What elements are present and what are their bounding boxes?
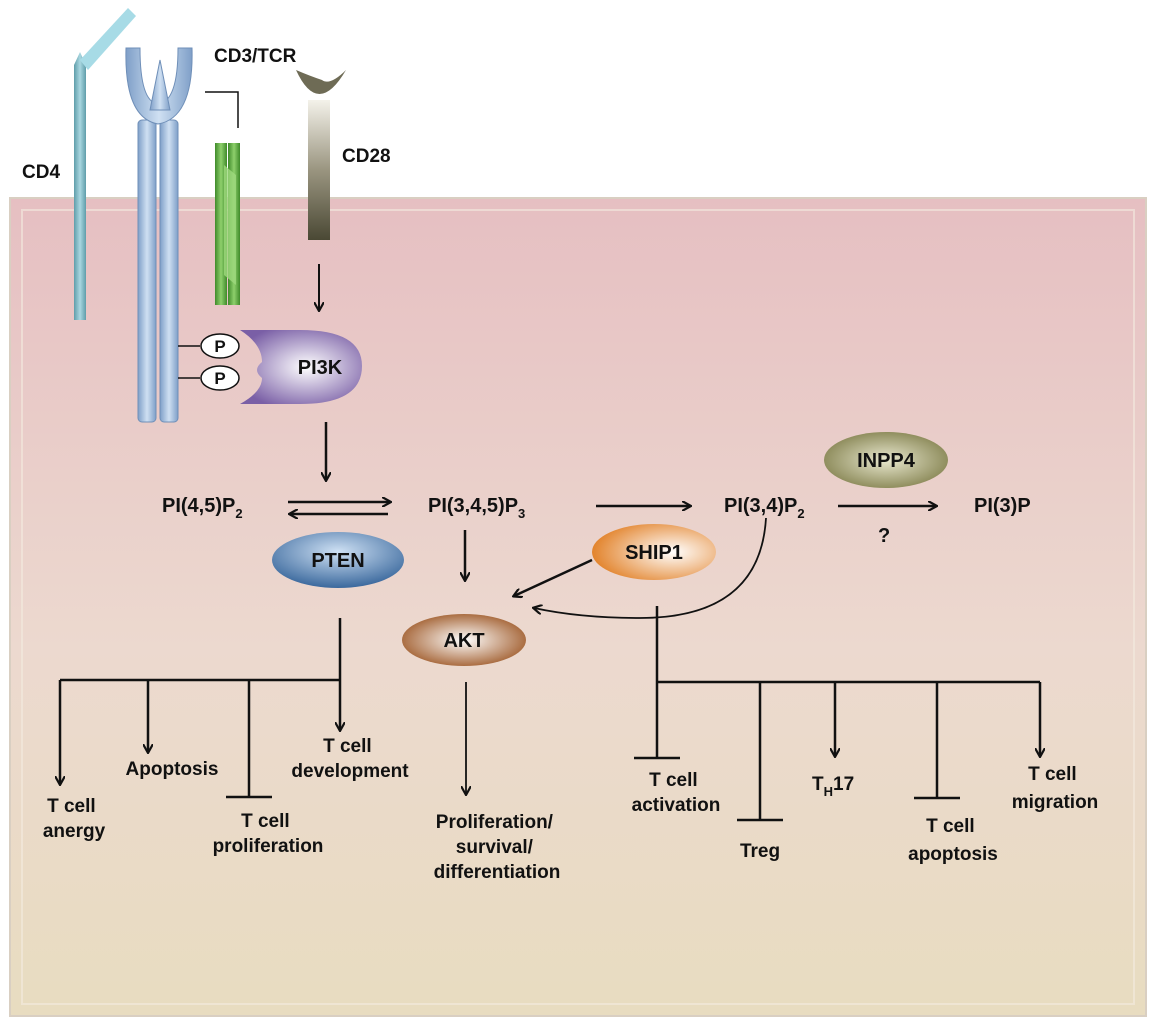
pip3-label: PI(3,4,5)P3	[428, 495, 525, 521]
proliferation-label: T cell proliferation	[213, 811, 324, 857]
cd4-receptor	[74, 8, 136, 320]
cd28-label: CD28	[342, 146, 391, 167]
cd4-label: CD4	[22, 162, 60, 183]
anergy-label: T cell anergy	[43, 796, 106, 842]
ship1-outcome-tree	[634, 606, 1040, 822]
activation-label: T cell activation	[632, 770, 721, 816]
pi3k-node	[240, 330, 362, 404]
cd3-tcr-label: CD3/TCR	[214, 46, 297, 67]
migration-label: T cell migration	[1012, 764, 1099, 813]
pi3p-label: PI(3)P	[974, 495, 1031, 517]
ship1-node	[592, 524, 716, 580]
cd28-receptor	[296, 70, 346, 240]
ship1-label: SHIP1	[625, 542, 683, 564]
inpp4-node	[824, 432, 948, 488]
cell-interior	[9, 197, 1147, 1017]
akt-node	[402, 614, 526, 666]
cd3-complex	[215, 143, 240, 305]
ship1-to-akt-arrow	[514, 558, 593, 596]
development-label: T cell development	[291, 736, 409, 782]
treg-label: Treg	[740, 841, 780, 862]
t-apoptosis-label: T cell apoptosis	[908, 816, 998, 865]
cd3-tcr-pointer	[205, 91, 239, 128]
inpp4-label: INPP4	[857, 450, 916, 472]
phospho-circle-1	[200, 333, 240, 359]
pten-node	[272, 532, 404, 588]
th17-label: TH17	[812, 774, 854, 799]
tcr-receptor	[125, 47, 193, 423]
pip2-45-label: PI(4,5)P2	[162, 495, 243, 521]
pip2-34-to-akt-arrow	[534, 517, 767, 619]
phospho-circle-2	[200, 365, 240, 391]
akt-outcome-label: Proliferation/ survival/ differentiation	[434, 812, 561, 883]
pten-outcome-tree	[60, 618, 340, 799]
phospho-label-2: P	[214, 369, 225, 388]
pten-label: PTEN	[311, 550, 364, 572]
akt-label: AKT	[443, 630, 484, 652]
apoptosis-label: Apoptosis	[126, 759, 219, 780]
phospho-label-1: P	[214, 337, 225, 356]
pi3k-label: PI3K	[298, 357, 343, 379]
cell-bevel	[21, 209, 1135, 1005]
pip2-34-label: PI(3,4)P2	[724, 495, 805, 521]
unknown-question: ?	[878, 525, 890, 547]
